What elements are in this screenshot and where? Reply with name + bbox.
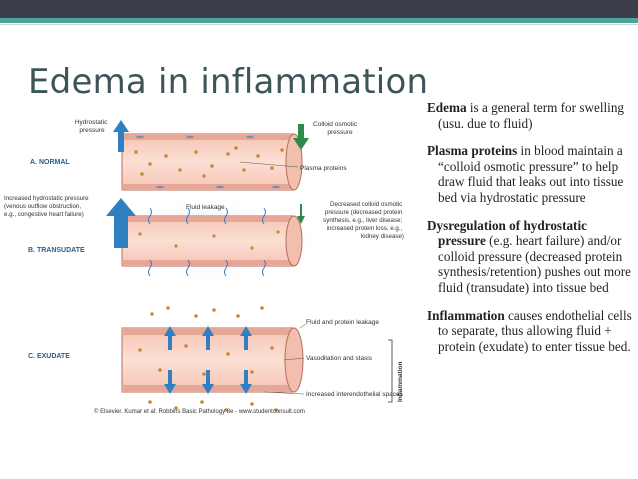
bullet-term: Dysregulation of hydrostatic pressure <box>427 217 587 249</box>
fluid-leakage-label: Fluid leakage <box>186 204 225 211</box>
bullet-dysregulation: Dysregulation of hydrostatic pressure (e… <box>427 218 635 296</box>
bullet-term: Edema <box>427 100 467 115</box>
top-accent-stripe <box>0 18 638 23</box>
vessel-exudate <box>121 327 304 393</box>
panel-normal: Hydrostatic pressure Colloid osmotic pre… <box>30 119 359 191</box>
top-bar <box>0 0 638 18</box>
arrow-down-icon <box>293 124 309 150</box>
bullet-text: causes endothelial cells to separate, th… <box>438 307 632 354</box>
svg-text:Increased hydrostatic pressure: Increased hydrostatic pressure (venous o… <box>4 195 90 218</box>
svg-text:Decreased colloid osmotic: Decreased colloid osmotic pressure (decr… <box>323 201 404 240</box>
bullet-list: Edema is a general term for swelling (us… <box>427 100 635 366</box>
panel-a-label: A. NORMAL <box>30 159 70 166</box>
slide-title: Edema in inflammation <box>28 62 429 102</box>
bullet-edema: Edema is a general term for swelling (us… <box>427 100 635 131</box>
decreased-colloid-line-1: Decreased colloid osmotic <box>330 201 402 208</box>
edema-figure: Hydrostatic pressure Colloid osmotic pre… <box>0 112 420 424</box>
increased-hydrostatic-line-2: (venous outflow obstruction, <box>4 203 81 210</box>
thin-arrow-down-icon <box>297 204 305 224</box>
panel-transudate: Fluid leakage Increased hydrostatic pres… <box>4 195 404 282</box>
plasma-proteins-label: Plasma proteins <box>300 165 347 172</box>
vessel-transudate <box>121 215 303 267</box>
inflammation-side-label: Inflammation <box>397 362 404 402</box>
decreased-colloid-line-3: synthesis, e.g., liver disease; <box>323 217 402 224</box>
bullet-plasma-proteins: Plasma proteins in blood maintain a “col… <box>427 143 635 205</box>
fluid-protein-leakage-label: Fluid and protein leakage <box>306 319 379 326</box>
inflammation-bracket <box>388 339 393 403</box>
bullet-term: Inflammation <box>427 307 505 323</box>
panel-exudate: Fluid and protein leakage Vasodilation a… <box>28 306 404 412</box>
decreased-colloid-line-4: increased protein loss, e.g., <box>327 225 403 232</box>
colloid-note-line-2: pressure <box>327 129 353 136</box>
decreased-colloid-line-2: pressure (decreased protein <box>325 209 403 216</box>
vasodilation-label: Vasodilation and stasis <box>306 355 373 362</box>
interendothelial-label: Increased interendothelial spaces <box>306 391 404 398</box>
decreased-colloid-line-5: kidney disease) <box>361 233 404 240</box>
increased-hydrostatic-line-1: Increased hydrostatic pressure <box>4 195 89 202</box>
hydrostatic-note-line-2: pressure <box>79 127 105 134</box>
svg-text:Colloid osmotic pressure: Colloid osmotic pressure <box>313 121 359 136</box>
bullet-inflammation: Inflammation causes endothelial cells to… <box>427 308 635 355</box>
svg-text:Hydrostatic pressure: Hydrostatic pressure <box>75 119 109 134</box>
bullet-text: is a general term for swelling (usu. due… <box>438 100 625 131</box>
bullet-text: (e.g. heart failure) and/or colloid pres… <box>438 233 632 295</box>
arrow-up-icon <box>113 120 129 152</box>
bullet-term: Plasma proteins <box>427 143 518 159</box>
increased-hydrostatic-line-3: e.g., congestive heart failure) <box>4 211 84 218</box>
hydrostatic-note-line-1: Hydrostatic <box>75 119 108 126</box>
large-arrow-up-icon <box>106 198 136 248</box>
bullet-text: in blood maintain a “colloid osmotic pre… <box>438 143 624 205</box>
vessel-normal <box>121 133 303 191</box>
top-rule <box>0 24 638 25</box>
colloid-note-line-1: Colloid osmotic <box>313 121 358 128</box>
panel-b-label: B. TRANSUDATE <box>28 247 85 254</box>
figure-credit: © Elsevier. Kumar et al: Robbins Basic P… <box>94 409 305 415</box>
panel-c-label: C. EXUDATE <box>28 353 70 360</box>
